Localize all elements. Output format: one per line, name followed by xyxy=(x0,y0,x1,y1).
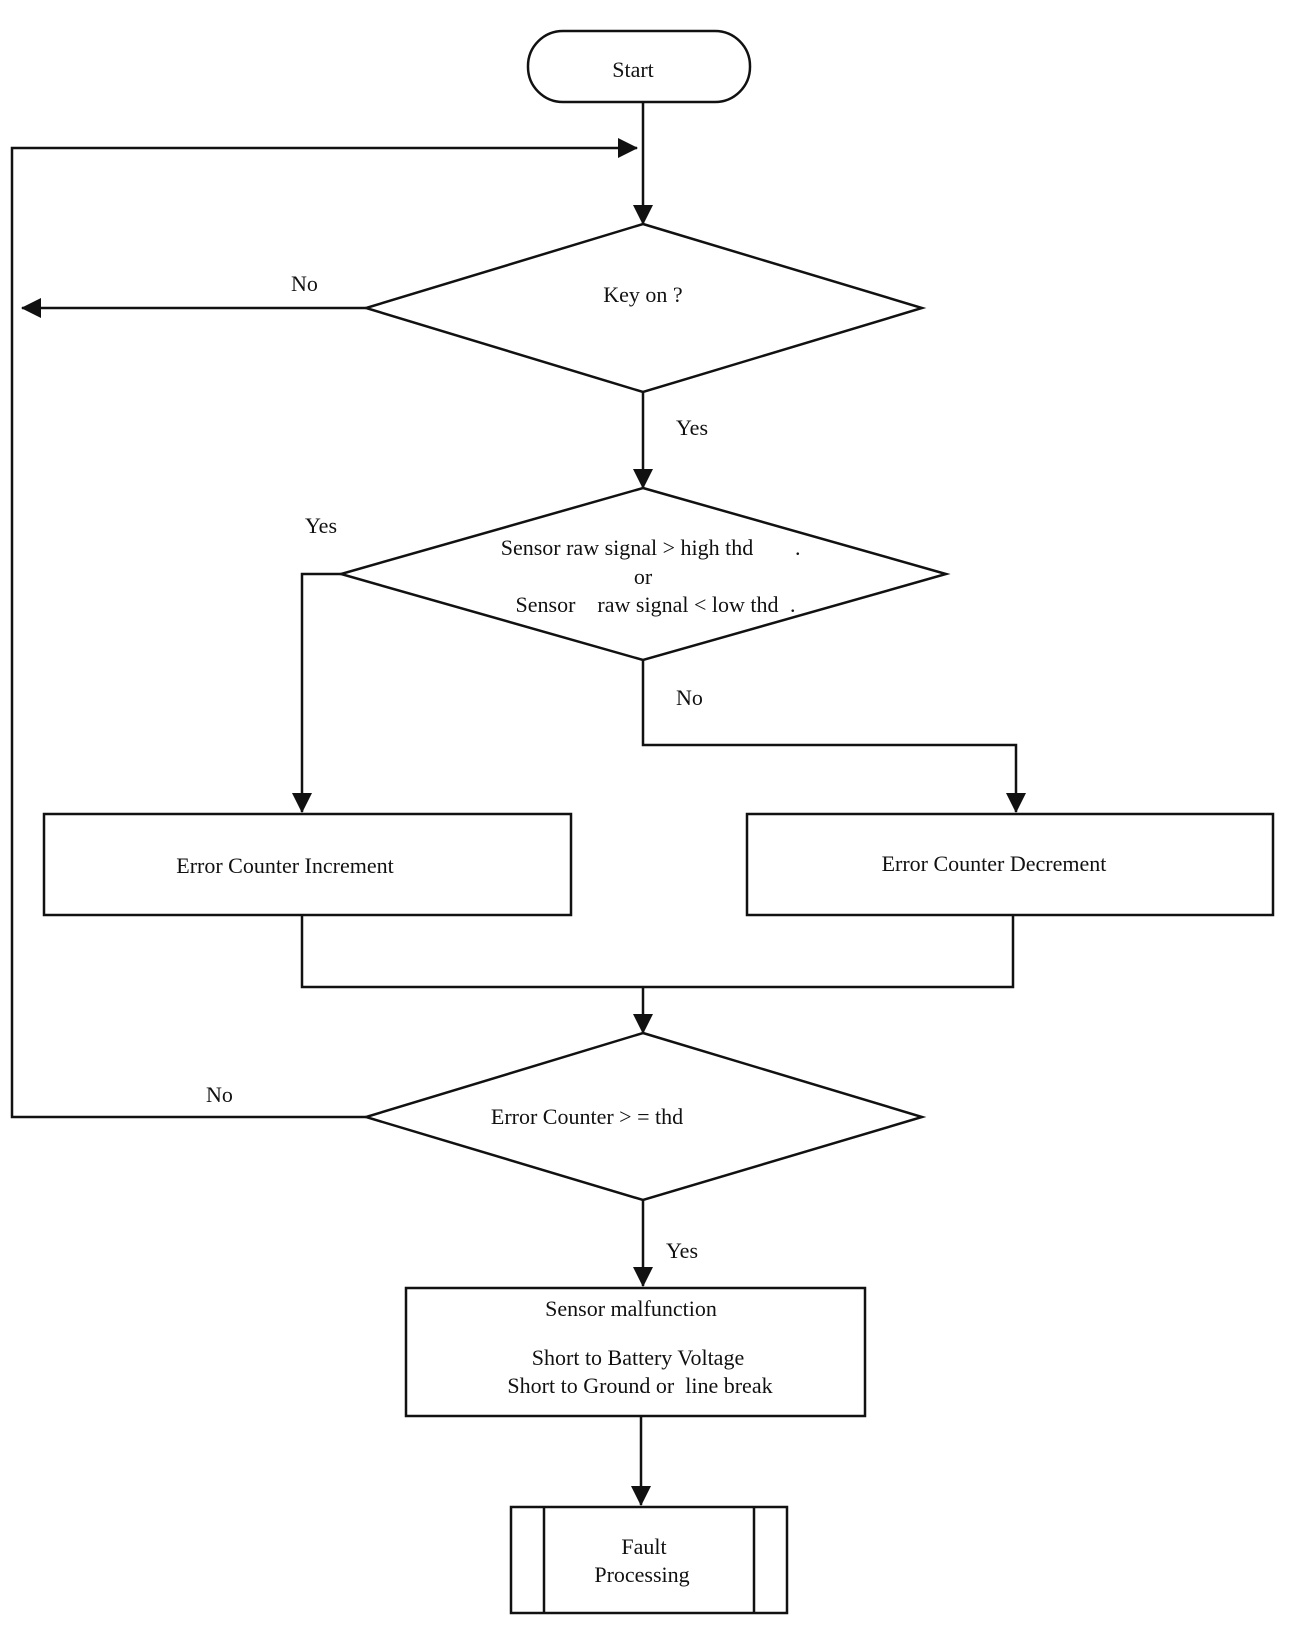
fault-line1: Fault xyxy=(621,1534,666,1559)
fault-process-box xyxy=(509,1505,789,1615)
increment-box xyxy=(42,812,573,917)
edge-merge xyxy=(300,915,1015,989)
start-node xyxy=(526,29,752,104)
counter-no-label: No xyxy=(206,1082,233,1107)
sensor-check-line3: Sensor raw signal < low thd xyxy=(516,592,779,617)
increment-label: Error Counter Increment xyxy=(176,853,393,878)
key-yes-label: Yes xyxy=(676,415,708,440)
malfunction-title: Sensor malfunction xyxy=(545,1296,717,1321)
malfunction-line1: Short to Battery Voltage xyxy=(532,1345,744,1370)
key-no-label: No xyxy=(291,271,318,296)
fault-line2: Processing xyxy=(594,1562,689,1587)
sensor-check-line1-dot: . xyxy=(795,535,801,560)
edge-sensor-no xyxy=(641,660,1026,813)
loop-back-line xyxy=(10,138,638,1119)
sensor-yes-label: Yes xyxy=(305,513,337,538)
sensor-check-line1: Sensor raw signal > high thd xyxy=(501,535,754,560)
key-on-decision xyxy=(361,222,927,394)
decrement-label: Error Counter Decrement xyxy=(882,851,1107,876)
decrement-box xyxy=(745,812,1275,917)
counter-yes-label: Yes xyxy=(666,1238,698,1263)
start-label: Start xyxy=(612,57,654,82)
malfunction-box xyxy=(404,1286,867,1418)
edge-sensor-yes xyxy=(292,572,341,813)
counter-check-label: Error Counter > = thd xyxy=(491,1104,683,1129)
key-on-label: Key on ? xyxy=(603,282,682,307)
sensor-no-label: No xyxy=(676,685,703,710)
sensor-check-line2: or xyxy=(634,564,653,589)
malfunction-line2: Short to Ground or line break xyxy=(507,1373,772,1398)
sensor-check-line3-dot: . xyxy=(790,592,796,617)
